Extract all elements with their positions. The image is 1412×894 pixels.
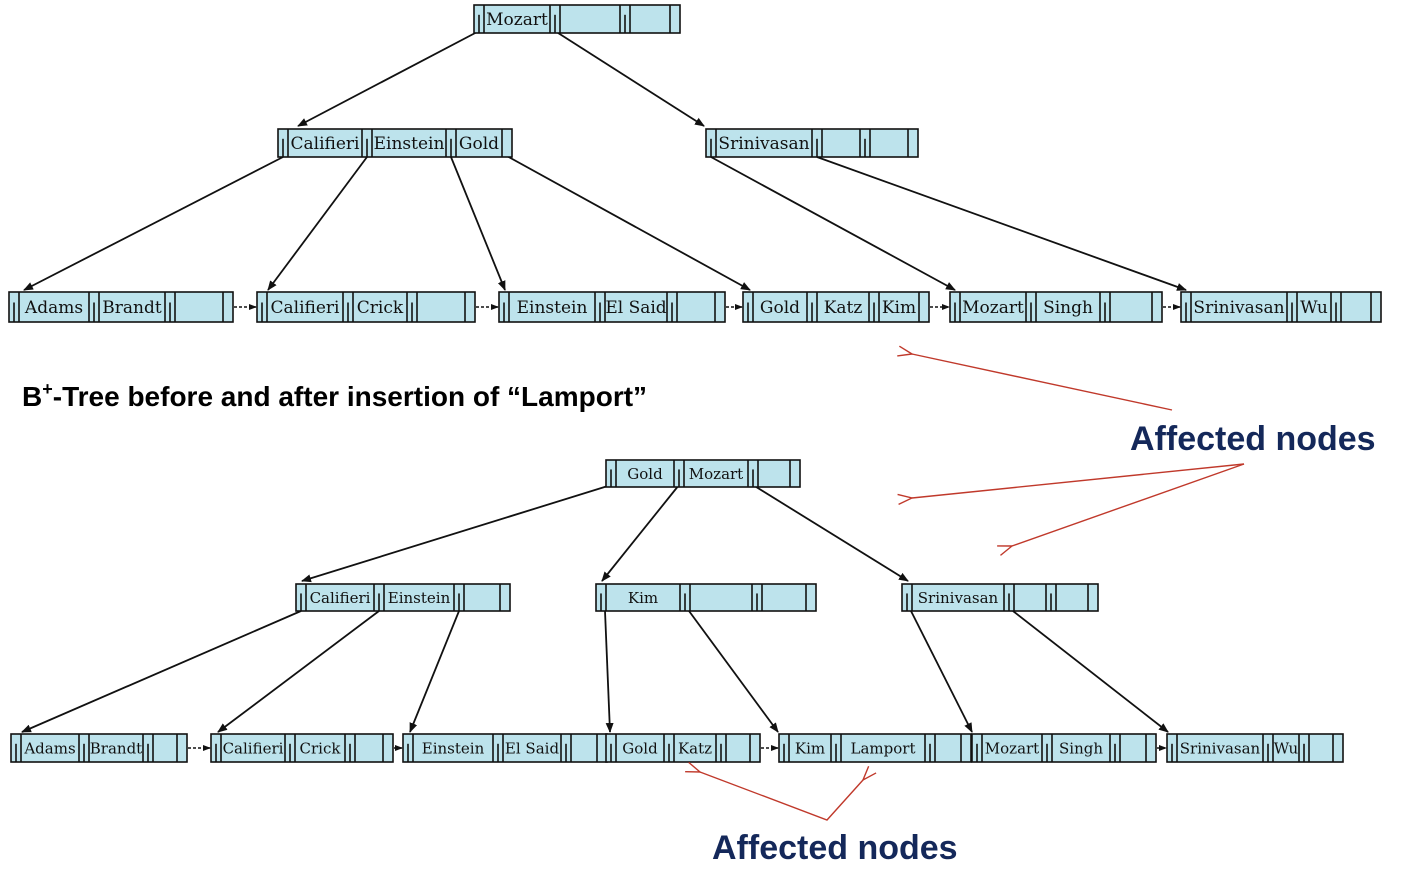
node-key: Srinivasan	[1180, 739, 1261, 757]
node-key: Einstein	[388, 589, 451, 607]
root-edge-1	[301, 484, 612, 583]
red-arrow-to-new-internal	[1012, 463, 1245, 546]
red-arrow-to-new-root	[912, 463, 1245, 498]
after-leaf-node-1: Adams Brandt	[10, 733, 188, 763]
before-leaf-node-3: Einstein El Said	[498, 291, 726, 323]
red-arrow-to-split-leaves	[700, 772, 863, 821]
node-key: Mozart	[962, 298, 1024, 318]
node-key: Califieri	[223, 739, 284, 757]
node-key: Lamport	[851, 739, 916, 757]
before-root-node: Mozart	[473, 4, 681, 34]
node-key: Einstein	[374, 134, 445, 154]
node-key: Mozart	[486, 10, 548, 30]
child-pointer-edge	[23, 156, 284, 291]
before-leaf-node-5: Mozart Singh	[949, 291, 1163, 323]
before-leaf-node-2: Califieri Crick	[256, 291, 476, 323]
node-key: Einstein	[517, 298, 588, 318]
node-key: Gold	[622, 739, 658, 757]
child-pointer-edge	[267, 156, 368, 291]
node-key: Adams	[24, 298, 83, 318]
annotation-arrows	[700, 354, 1245, 821]
node-key: Srinivasan	[918, 589, 999, 607]
child-pointer-edge	[688, 610, 779, 733]
child-pointer-edge	[450, 156, 506, 291]
child-pointer-edge	[21, 610, 302, 733]
node-key: Einstein	[422, 739, 485, 757]
after-leaf-node-7: Srinivasan Wu	[1166, 733, 1344, 763]
child-pointer-edge	[504, 154, 751, 291]
node-key: Kim	[628, 589, 658, 607]
before-leaf-node-1: Adams Brandt	[8, 291, 234, 323]
child-pointer-edge	[910, 610, 973, 733]
node-key: Califieri	[271, 298, 341, 318]
after-internal-node-1: Califieri Einstein	[295, 583, 511, 612]
node-key: Kim	[882, 298, 916, 318]
root-edge-left	[297, 30, 480, 127]
node-key: Singh	[1059, 739, 1103, 757]
node-key: Kim	[795, 739, 825, 757]
before-leaf-node-4: Gold Katz Kim	[742, 291, 930, 323]
affected-nodes-label-bottom: Affected nodes	[712, 829, 958, 867]
node-key: Califieri	[291, 134, 361, 154]
after-internal-node-2: Kim	[595, 583, 817, 612]
after-internal-node-3: Srinivasan	[901, 583, 1099, 612]
node-key: Gold	[760, 298, 800, 318]
after-leaf-node-3: Einstein El Said	[402, 733, 608, 763]
root-edge-2	[601, 484, 680, 582]
child-pointer-edge	[217, 610, 380, 733]
after-leaf-node-2: Califieri Crick	[210, 733, 394, 763]
node-key: Srinivasan	[718, 134, 809, 154]
after-leaf-node-5: Kim Lamport	[778, 733, 972, 763]
before-internal-node-2: Srinivasan	[705, 128, 919, 158]
child-pointer-edge	[409, 610, 460, 733]
node-key: Mozart	[689, 465, 743, 483]
node-key: Srinivasan	[1193, 298, 1284, 318]
root-edge-3	[752, 484, 909, 582]
child-pointer-edge	[710, 156, 956, 291]
after-leaf-node-4: Gold Katz	[605, 733, 761, 763]
node-key: Gold	[459, 134, 499, 154]
node-key: Brandt	[102, 298, 162, 318]
node-key: El Said	[505, 739, 560, 757]
after-leaf-node-6: Mozart Singh	[971, 733, 1157, 763]
child-pointer-edge	[816, 156, 1187, 291]
node-key: Crick	[357, 298, 404, 318]
child-pointer-edge	[604, 610, 614, 733]
before-leaf-node-6: Srinivasan Wu	[1180, 291, 1382, 323]
tree-edges	[21, 30, 1187, 751]
node-key: Wu	[1300, 298, 1328, 318]
after-root-node: Gold Mozart	[605, 459, 801, 488]
node-key: Adams	[23, 739, 75, 757]
node-key: Califieri	[310, 589, 371, 607]
node-key: Mozart	[985, 739, 1039, 757]
node-key: Wu	[1274, 739, 1299, 757]
node-key: Singh	[1043, 298, 1093, 318]
node-key: El Said	[605, 298, 666, 318]
before-internal-node-1: Califieri Einstein Gold	[277, 128, 513, 158]
affected-nodes-label-top: Affected nodes	[1130, 420, 1376, 458]
node-key: Crick	[300, 739, 342, 757]
node-key: Katz	[824, 298, 863, 318]
node-key: Brandt	[90, 739, 142, 757]
root-edge-right	[554, 30, 705, 127]
red-arrow-to-old-leaf	[912, 354, 1173, 411]
node-key: Katz	[678, 739, 712, 757]
node-key: Gold	[627, 465, 663, 483]
child-pointer-edge	[1012, 610, 1169, 733]
diagram-title: B+-Tree before and after insertion of “L…	[22, 379, 647, 412]
